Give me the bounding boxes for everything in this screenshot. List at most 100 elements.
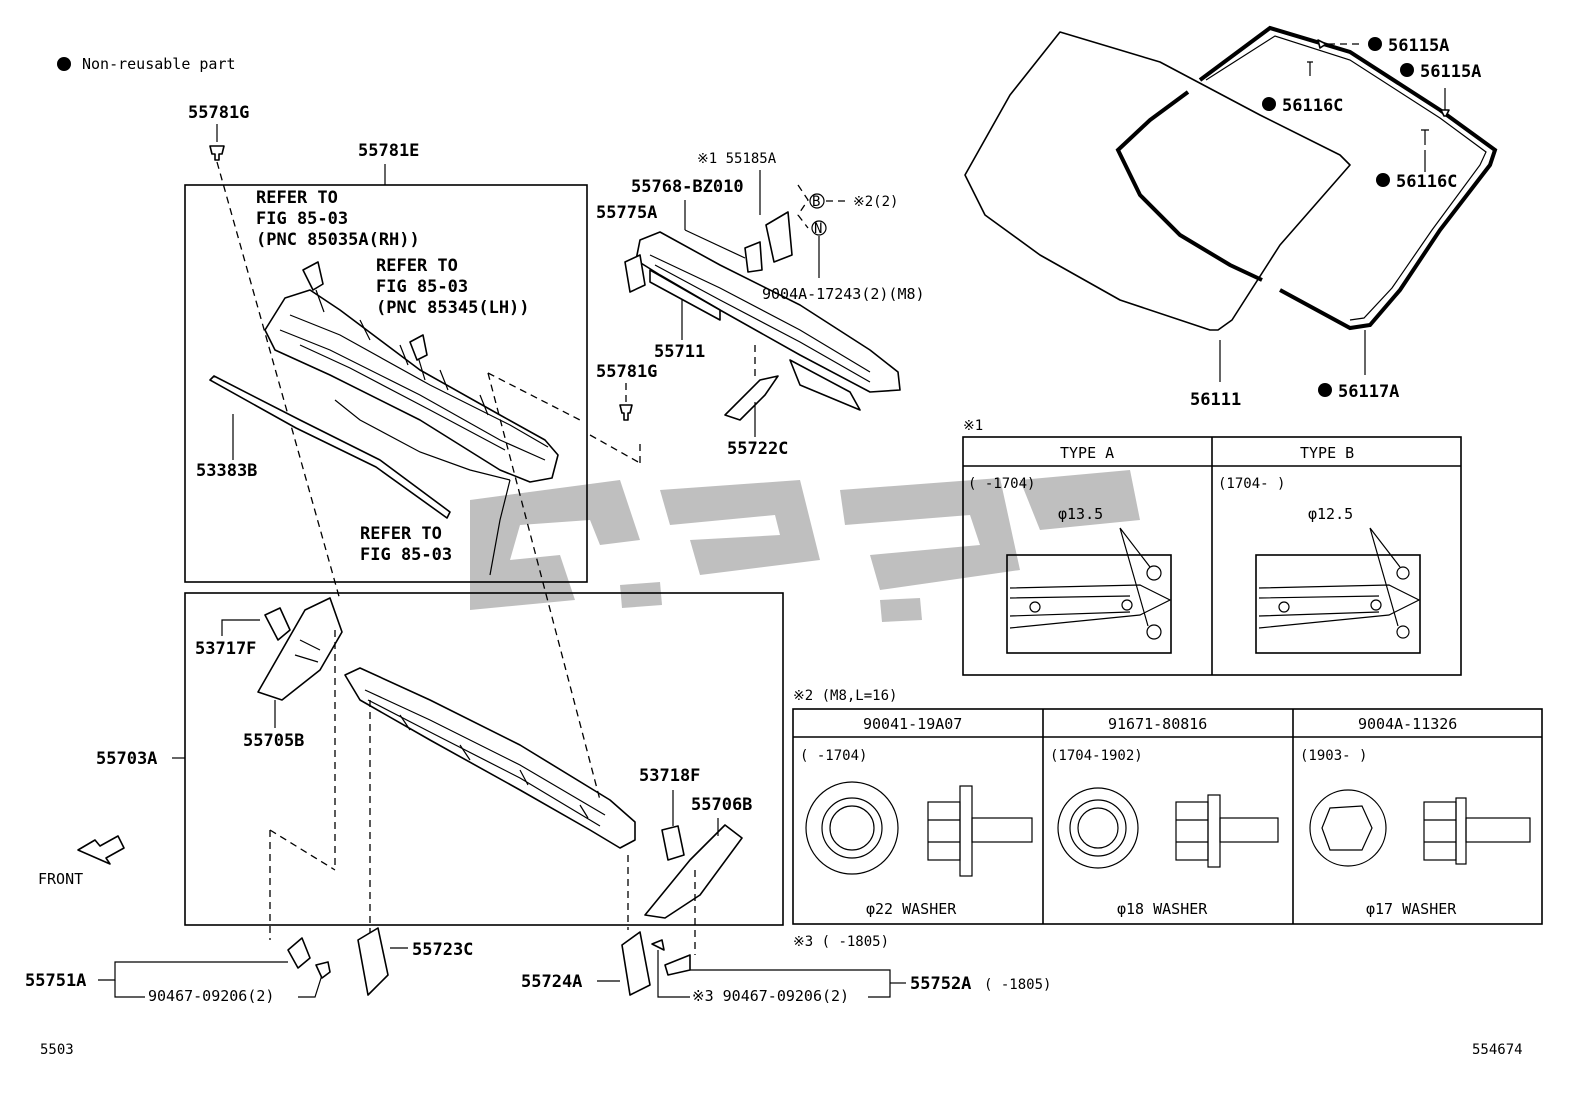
label-55705B: 55705B: [243, 731, 304, 751]
cowl-top-panel: [264, 261, 559, 576]
panel-55706B: [644, 824, 743, 919]
note2-col1-washer: φ22 WASHER: [866, 900, 957, 918]
label-53383B: 53383B: [196, 461, 257, 481]
note1-type-b-diameter: φ12.5: [1308, 505, 1353, 523]
refer-note-3-line-2: FIG 85-03: [360, 545, 452, 565]
seal-53383B: [209, 375, 451, 519]
label-9004A-17243: 9004A-17243(2)(M8): [762, 285, 925, 303]
cowl-assembly-frame: [184, 184, 588, 583]
bracket-55722C: [724, 375, 779, 421]
cowl-center-55711: [624, 231, 901, 411]
label-55703A: 55703A: [96, 749, 157, 769]
label-55185A: ※1 55185A: [697, 151, 777, 167]
label-56117A: 56117A: [1338, 382, 1399, 402]
bracket-55723C: [357, 927, 389, 996]
note2-table: [792, 708, 1543, 925]
label-90467-right: ※3 90467-09206(2): [692, 987, 849, 1005]
bolt-91671-80816: [1057, 787, 1279, 869]
note1-type-a-diameter: φ13.5: [1058, 505, 1103, 523]
panel-assembly-frame: [184, 592, 784, 926]
label-55722C: 55722C: [727, 439, 788, 459]
label-55711: 55711: [654, 342, 705, 362]
note2-col3-range: (1903- ): [1300, 748, 1367, 764]
nozzle-lh: [409, 334, 428, 361]
note2-col2-washer: φ18 WASHER: [1117, 900, 1208, 918]
label-53718F: 53718F: [639, 766, 700, 786]
page-code: 5503: [40, 1042, 74, 1058]
note2-col2-part: 91671-80816: [1108, 715, 1207, 733]
bracket-55768: [744, 241, 763, 273]
refer-note-2-line-3: (PNC 85345(LH)): [376, 298, 530, 318]
refer-note-2-line-1: REFER TO: [376, 256, 458, 276]
callout-circle-n: [811, 220, 827, 236]
label-55706B: 55706B: [691, 795, 752, 815]
note2-col3-part: 9004A-11326: [1358, 715, 1457, 733]
refer-note-1-line-1: REFER TO: [256, 188, 338, 208]
note1-type-a-range: ( -1704): [968, 476, 1035, 492]
windshield-glass-56111: [964, 31, 1351, 331]
refer-note-3-line-1: REFER TO: [360, 524, 442, 544]
watermark-logo: [470, 470, 1140, 622]
clip-90467-left: [315, 961, 331, 979]
label-55752A-range: ( -1805): [984, 977, 1051, 993]
note2-col3-washer: φ17 WASHER: [1366, 900, 1457, 918]
label-55781G-top: 55781G: [188, 103, 249, 123]
label-55752A: 55752A: [910, 974, 971, 994]
label-55724A: 55724A: [521, 972, 582, 992]
non-reusable-dot-icon: [1368, 37, 1382, 51]
note1-table: [962, 436, 1462, 676]
note1-type-b-bracket-sketch: [1255, 527, 1421, 654]
note2-title: ※2 (M8,L=16): [793, 688, 897, 704]
bolt-9004A-11326: [1309, 789, 1531, 867]
label-56116C-1: 56116C: [1282, 96, 1343, 116]
clip-55781G-top: [209, 145, 225, 161]
nozzle-rh: [302, 261, 324, 291]
bracket-55752A: [664, 954, 691, 976]
bolt-90041-19A07: [805, 781, 1033, 877]
non-reusable-dot-icon: [57, 57, 71, 71]
note1-type-a-bracket-sketch: [1006, 527, 1172, 654]
note2-col1-range: ( -1704): [800, 748, 867, 764]
panel-55705B: [257, 597, 343, 701]
note2-col1-part: 90041-19A07: [863, 715, 962, 733]
label-55751A: 55751A: [25, 971, 86, 991]
label-53717F: 53717F: [195, 639, 256, 659]
note3-text: ※3 ( -1805): [793, 934, 889, 950]
figure-code: 554674: [1472, 1042, 1523, 1058]
label-55781G-mid: 55781G: [596, 362, 657, 382]
non-reusable-dot-icon: [1318, 383, 1332, 397]
note1-type-b-header: TYPE B: [1300, 444, 1354, 462]
front-arrow-icon: [77, 835, 125, 865]
label-56115A-1: 56115A: [1388, 36, 1449, 56]
label-56111: 56111: [1190, 390, 1241, 410]
label-55781E: 55781E: [358, 141, 419, 161]
bracket-53718F: [661, 825, 685, 861]
label-56116C-2: 56116C: [1396, 172, 1457, 192]
refer-note-1-line-2: FIG 85-03: [256, 209, 348, 229]
clip-55781G-mid: [619, 404, 633, 421]
callout-circle-b: [809, 193, 825, 209]
legend-text: Non-reusable part: [82, 55, 236, 73]
note1-title: ※1: [963, 418, 983, 434]
panel-center-55703A: [344, 667, 636, 849]
label-front: FRONT: [38, 870, 83, 888]
clip-90467-right: [651, 939, 665, 951]
note1-type-b-range: (1704- ): [1218, 476, 1285, 492]
label-55723C: 55723C: [412, 940, 473, 960]
label-55768-BZ010: 55768-BZ010: [631, 177, 744, 197]
bracket-55775A: [624, 254, 646, 293]
label-90467-left: 90467-09206(2): [148, 987, 274, 1005]
clip-56115A-1: [1317, 39, 1327, 49]
refer-note-2-line-2: FIG 85-03: [376, 277, 468, 297]
bracket-53717F: [264, 607, 291, 641]
bracket-55751A: [287, 937, 311, 969]
non-reusable-dot-icon: [1400, 63, 1414, 77]
callout-n-letter: N: [814, 221, 822, 237]
bracket-55724A: [621, 931, 651, 996]
label-note2-b: ※2(2): [853, 194, 898, 210]
label-55775A: 55775A: [596, 203, 657, 223]
non-reusable-dot-icon: [1376, 173, 1390, 187]
non-reusable-dot-icon: [1262, 97, 1276, 111]
clip-56115A-2: [1440, 109, 1450, 117]
